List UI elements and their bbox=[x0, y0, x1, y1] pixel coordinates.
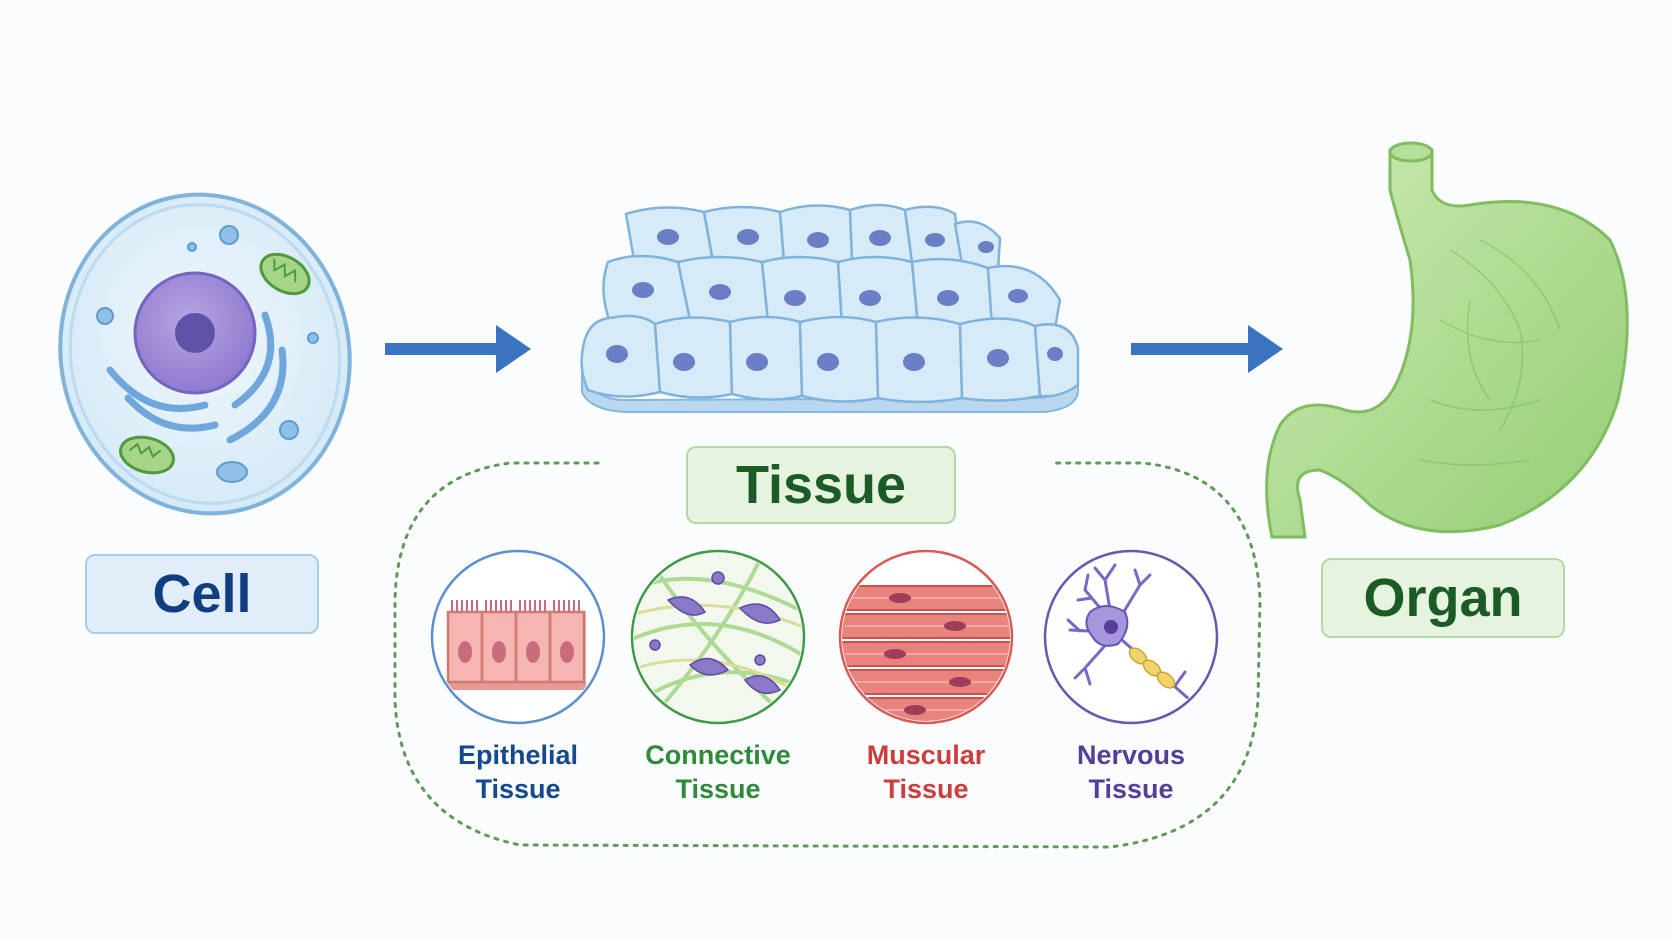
connective-tissue-label: Connective Tissue bbox=[618, 738, 818, 806]
tissue-label: Tissue bbox=[686, 446, 956, 524]
endoplasmic-reticulum-icon bbox=[106, 311, 287, 444]
epithelial-tissue-label: Epithelial Tissue bbox=[418, 738, 618, 806]
nervous-tissue-icon bbox=[1043, 549, 1219, 725]
organ-label: Organ bbox=[1321, 558, 1565, 638]
tissue-type-suffix: Tissue bbox=[675, 774, 761, 804]
tissue-type-suffix: Tissue bbox=[1088, 774, 1174, 804]
connective-tissue-icon bbox=[630, 549, 806, 725]
nucleus-icon bbox=[133, 271, 257, 395]
tissue-type-suffix: Tissue bbox=[883, 774, 969, 804]
cell-nucleus-icon bbox=[606, 229, 1063, 371]
tissue-sheet-illustration bbox=[580, 203, 1080, 413]
stomach-organ-icon bbox=[1265, 141, 1629, 539]
tissue-type-name: Epithelial bbox=[457, 740, 579, 770]
tissue-type-name: Connective bbox=[645, 740, 791, 770]
nervous-tissue-label: Nervous Tissue bbox=[1031, 738, 1231, 806]
cell-illustration bbox=[58, 192, 352, 516]
tissue-type-name: Nervous bbox=[1076, 740, 1186, 770]
cell-label: Cell bbox=[85, 554, 319, 634]
muscular-tissue-icon bbox=[838, 549, 1014, 725]
epithelial-tissue-icon bbox=[430, 549, 606, 725]
vesicle-icon bbox=[96, 225, 319, 483]
arrow-right-icon bbox=[1131, 325, 1283, 373]
tissue-type-suffix: Tissue bbox=[475, 774, 561, 804]
muscular-tissue-label: Muscular Tissue bbox=[826, 738, 1026, 806]
tissue-types-outline bbox=[393, 461, 1262, 849]
arrow-right-icon bbox=[385, 325, 531, 373]
tissue-type-name: Muscular bbox=[866, 740, 986, 770]
mitochondrion-icon bbox=[119, 252, 311, 475]
